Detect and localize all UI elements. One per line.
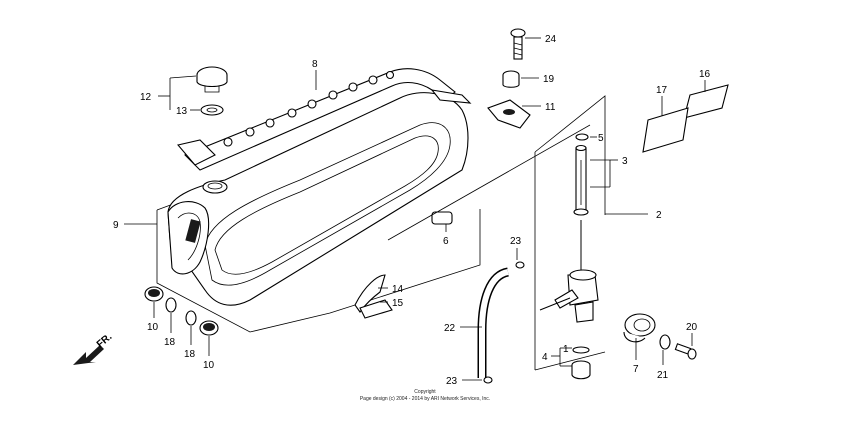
callout-23-upper: 23 — [510, 236, 522, 247]
callout-18-right: 18 — [184, 349, 196, 360]
cushion-right — [199, 320, 219, 336]
tank-cap — [196, 66, 228, 93]
callout-numbers: 12 13 8 9 10 18 18 10 6 14 15 24 19 11 5… — [113, 34, 711, 387]
fuel-tank-body — [167, 92, 469, 306]
leader-lines — [124, 37, 706, 381]
callout-3: 3 — [622, 156, 628, 167]
callout-19: 19 — [543, 74, 555, 85]
cushion-left — [144, 286, 164, 302]
callout-7: 7 — [633, 364, 639, 375]
callout-1: 1 — [563, 344, 569, 355]
tank-strap-bracket — [176, 68, 472, 171]
copyright-line-2: Page design (c) 2004 - 2014 by ARI Netwo… — [360, 396, 490, 402]
callout-8: 8 — [312, 59, 318, 70]
hose-clip-upper — [515, 261, 525, 269]
callout-10-right: 10 — [203, 360, 215, 371]
callout-9: 9 — [113, 220, 119, 231]
callout-22: 22 — [444, 323, 456, 334]
sediment-cup — [571, 346, 591, 380]
fuel-petcock-assembly — [534, 95, 606, 371]
fuel-cock-knob — [623, 313, 656, 343]
callout-24: 24 — [545, 34, 557, 45]
callout-6: 6 — [443, 236, 449, 247]
callout-14: 14 — [392, 284, 404, 295]
bolt-24 — [510, 28, 526, 60]
cap-gasket — [200, 104, 224, 116]
callout-11: 11 — [545, 102, 556, 113]
collar-19 — [502, 70, 520, 88]
callout-15: 15 — [392, 298, 404, 309]
fuel-hose — [477, 267, 510, 378]
callout-2: 2 — [656, 210, 662, 221]
hose-clip-lower — [483, 376, 493, 384]
callout-12: 12 — [140, 92, 152, 103]
washer-left — [165, 297, 177, 313]
callout-4: 4 — [542, 352, 548, 363]
washer-right — [185, 310, 197, 326]
callout-17: 17 — [656, 85, 668, 96]
copyright-line-1: Copyright — [414, 389, 436, 395]
caution-label-16 — [683, 84, 729, 119]
washer-21 — [659, 334, 671, 350]
callout-5: 5 — [598, 133, 604, 144]
callout-16: 16 — [699, 69, 711, 80]
strap-holes — [223, 70, 395, 147]
rubber-mount-11 — [487, 99, 531, 129]
callout-21: 21 — [657, 370, 669, 381]
callout-13: 13 — [176, 106, 188, 117]
callout-10-left: 10 — [147, 322, 159, 333]
bolt-20 — [674, 343, 697, 360]
tank-mark-emblem — [354, 274, 393, 319]
caution-label-17 — [642, 107, 689, 153]
callout-23-lower: 23 — [446, 376, 458, 387]
front-direction-arrow: FR. — [73, 331, 114, 365]
callout-18-left: 18 — [164, 337, 176, 348]
copyright-notice: Copyright Page design (c) 2004 - 2014 by… — [360, 389, 490, 402]
callout-20: 20 — [686, 322, 698, 333]
tank-emblem — [431, 211, 453, 225]
